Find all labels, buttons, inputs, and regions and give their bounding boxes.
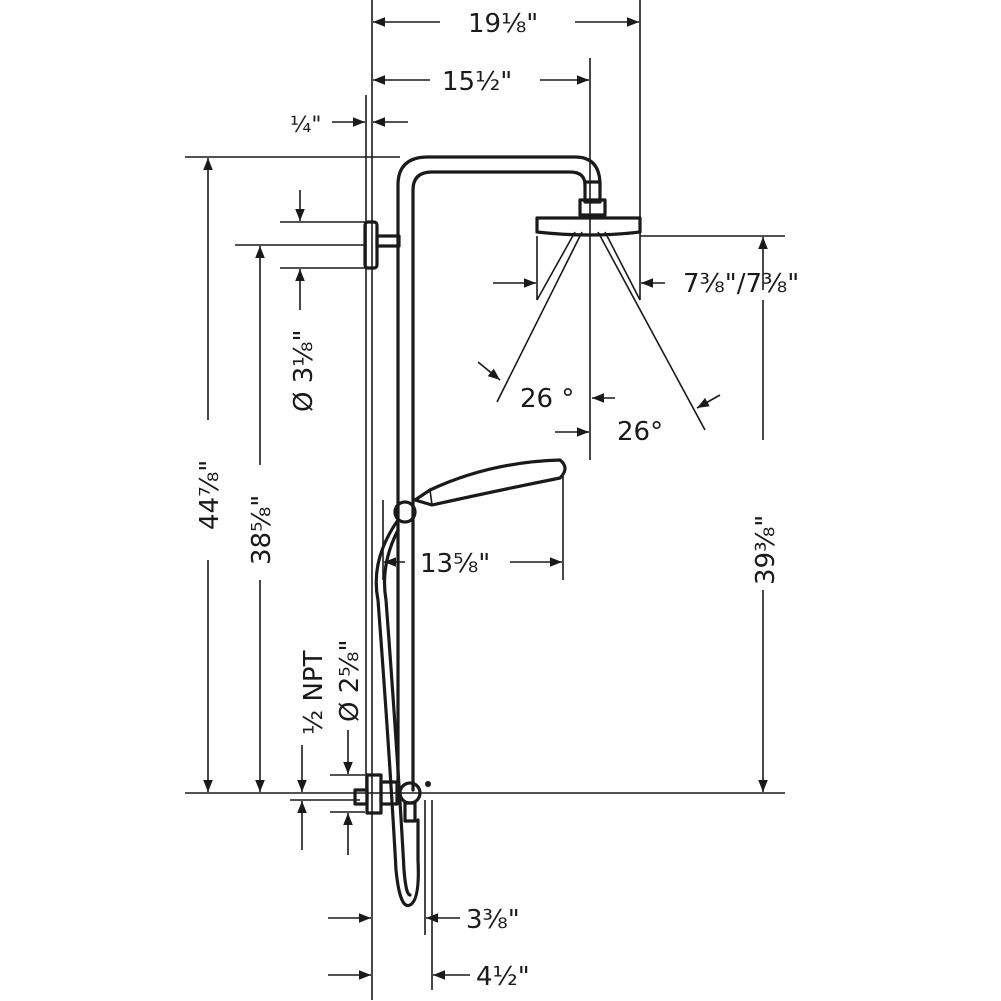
overhead-shower: [535, 180, 642, 237]
riser-pipe: [396, 155, 602, 792]
label-valve-offset-b: 4½": [476, 962, 530, 992]
label-spray-angle-left: 26 °: [520, 384, 574, 414]
hand-shower: [393, 458, 567, 524]
label-overall-height: 44⅞": [195, 460, 225, 530]
label-valve-offset-a: 3⅜": [466, 905, 520, 935]
label-connection: ½ NPT: [299, 650, 329, 735]
label-head-diameter: 7⅜"/7⅜": [683, 269, 799, 299]
label-head-height: 39⅜": [751, 515, 781, 585]
wall-connection-valve: [353, 773, 431, 823]
label-wall-offset: ¼": [290, 113, 321, 138]
label-overall-width: 19⅛": [468, 9, 538, 39]
extension-lines: [185, 0, 785, 1000]
dimension-lines: [203, 17, 768, 980]
label-escutcheon-diameter: Ø 2⅝": [335, 640, 365, 722]
label-bracket-height: 38⅝": [247, 495, 277, 565]
label-hand-shower-reach: 13⅝": [420, 549, 490, 579]
label-arm-reach: 15½": [442, 67, 512, 97]
wall-bracket: [363, 220, 401, 270]
spray-pattern: [496, 231, 706, 431]
hose: [374, 518, 420, 908]
label-spray-angle-right: 26°: [617, 417, 663, 447]
label-bracket-diameter: Ø 3⅛": [289, 330, 319, 412]
